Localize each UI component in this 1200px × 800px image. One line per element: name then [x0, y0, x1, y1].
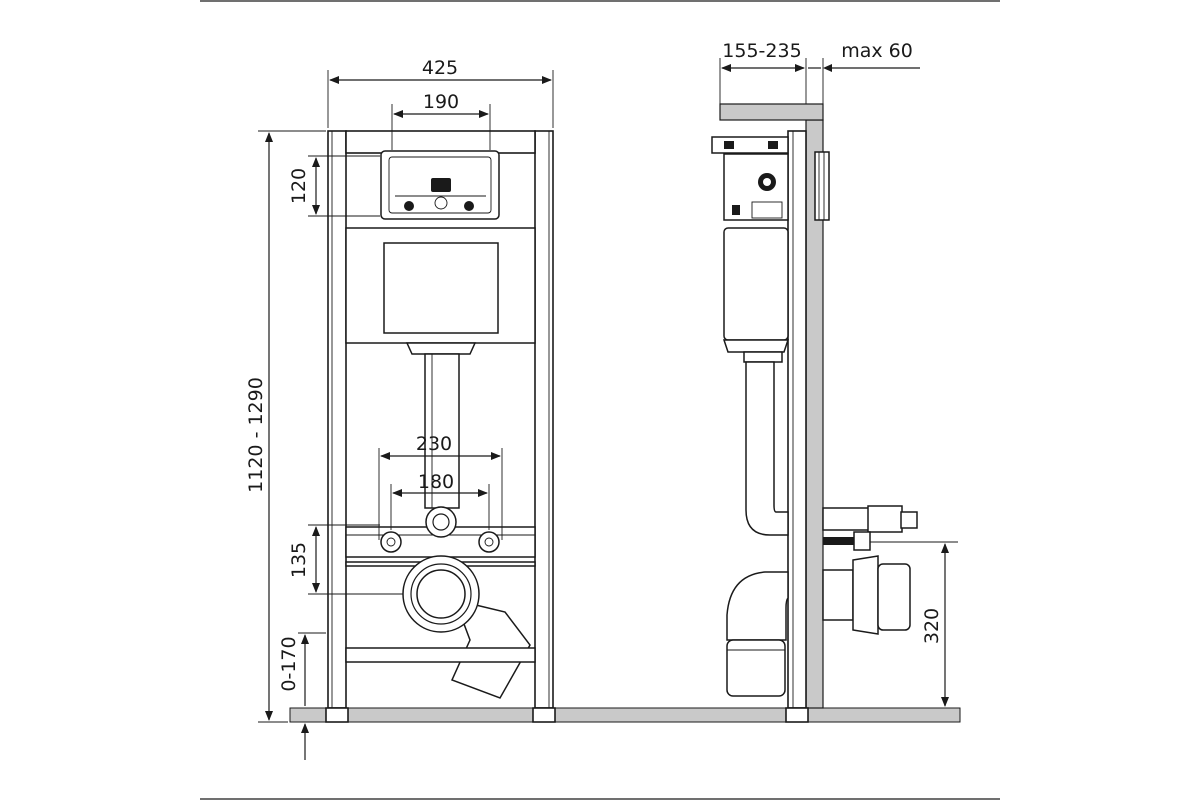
dim-bolt-to-drain: 135 [288, 542, 310, 578]
dim-drain-height: 320 [921, 608, 943, 644]
mounting-bolt [823, 537, 855, 545]
side-dimensions: 155-235 max 60 320 [719, 40, 958, 707]
left-foot [325, 707, 349, 723]
dim-bolt-outer: 230 [416, 433, 452, 455]
drain-pipe-side [726, 639, 786, 697]
dim-panel-height: 120 [288, 168, 310, 204]
dim-wall-depth: 155-235 [722, 40, 801, 62]
flush-panel-side [814, 151, 830, 221]
drain-connector [822, 569, 854, 621]
lower-rail [345, 647, 536, 663]
cistern-window [383, 242, 499, 334]
top-rail [345, 130, 536, 154]
right-upright [534, 130, 554, 709]
dim-bolt-inner: 180 [418, 471, 454, 493]
flush-mechanism-icon [431, 178, 451, 192]
cistern-side [723, 227, 789, 341]
dim-max-offset: max 60 [841, 40, 913, 62]
right-bolt [478, 531, 500, 553]
floor-slab [289, 707, 961, 723]
water-inlet [425, 506, 457, 538]
downpipe [424, 353, 460, 509]
left-upright [327, 130, 347, 709]
dim-frame-width: 425 [422, 57, 458, 79]
right-foot [532, 707, 556, 723]
left-bolt [380, 531, 402, 553]
downpipe-side [745, 361, 789, 536]
front-dimensions: 425 190 120 1120 - 1290 230 180 135 [245, 57, 554, 760]
wall-top [719, 103, 824, 121]
front-view [325, 130, 556, 723]
side-foot [785, 707, 809, 723]
dim-panel-width: 190 [423, 91, 459, 113]
side-view [711, 103, 918, 723]
dim-total-height: 1120 - 1290 [245, 377, 267, 493]
water-connection [822, 507, 870, 531]
side-upright [787, 130, 807, 709]
dim-foot-adjustment: 0-170 [278, 636, 300, 691]
drain-elbow-side [726, 571, 789, 641]
